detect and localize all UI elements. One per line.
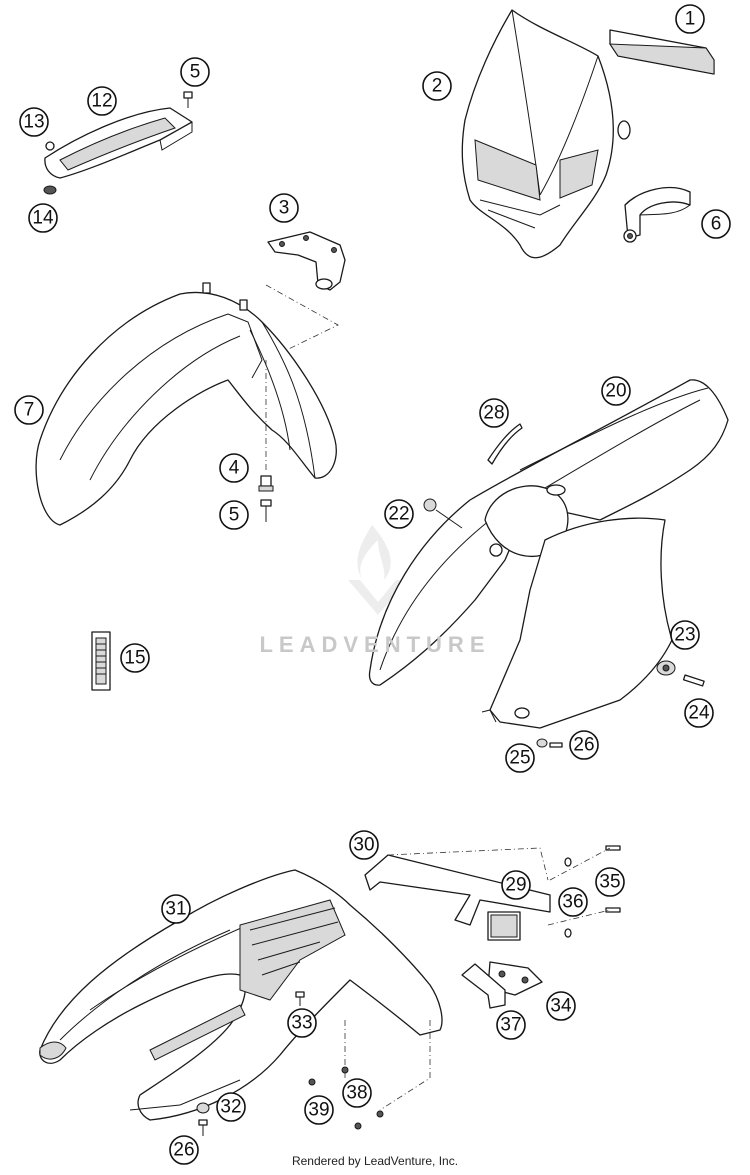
callout-1: 1	[675, 4, 705, 34]
svg-text:26: 26	[573, 735, 594, 756]
callout-5-top: 5	[180, 57, 210, 87]
part-23-grommet	[656, 660, 676, 676]
callout-38: 38	[342, 1078, 372, 1108]
svg-text:39: 39	[308, 1100, 329, 1121]
svg-text:38: 38	[346, 1083, 367, 1104]
svg-text:6: 6	[711, 214, 722, 235]
part-5-screw-bottom	[260, 499, 272, 522]
part-7-front-fender	[35, 282, 337, 526]
svg-text:36: 36	[562, 892, 583, 913]
callout-36: 36	[558, 887, 588, 917]
callout-35: 35	[595, 867, 625, 897]
part-38-nut	[341, 1066, 349, 1074]
part-39-nuts	[308, 1078, 384, 1130]
part-22-nut	[423, 498, 463, 529]
watermark-logo	[348, 525, 408, 615]
svg-text:29: 29	[505, 875, 526, 896]
part-5-screw-top	[183, 91, 193, 108]
callout-3: 3	[269, 193, 299, 223]
callout-29: 29	[501, 870, 531, 900]
watermark-text: LEADVENTURE	[259, 632, 491, 657]
callout-2: 2	[422, 71, 452, 101]
callout-26-bottom: 26	[169, 1135, 199, 1165]
part-13-screw	[45, 141, 55, 151]
svg-text:35: 35	[599, 872, 620, 893]
svg-text:13: 13	[23, 112, 44, 133]
svg-text:24: 24	[688, 703, 710, 724]
svg-text:4: 4	[229, 458, 240, 479]
svg-text:7: 7	[24, 400, 35, 421]
part-37-bracket	[461, 963, 506, 1009]
part-32-nut	[196, 1102, 210, 1114]
callout-24: 24	[684, 698, 714, 728]
part-33-screw	[295, 991, 431, 1111]
callout-15: 15	[120, 643, 150, 673]
svg-text:14: 14	[32, 208, 54, 229]
svg-text:23: 23	[674, 625, 695, 646]
svg-text:3: 3	[279, 198, 290, 219]
part-1-strip	[609, 29, 715, 75]
part-4-bushing	[258, 475, 274, 492]
part-30-bracket	[364, 847, 551, 926]
callout-39: 39	[304, 1095, 334, 1125]
svg-text:26: 26	[173, 1140, 194, 1161]
callout-32: 32	[216, 1092, 246, 1122]
svg-text:20: 20	[605, 381, 626, 402]
part-26-screw-mid	[549, 742, 563, 748]
callout-14: 14	[28, 203, 58, 233]
svg-text:25: 25	[509, 748, 530, 769]
callout-22: 22	[384, 499, 414, 529]
part-28-strip	[487, 423, 523, 465]
part-25-washer	[536, 738, 548, 748]
callout-12: 12	[87, 86, 117, 116]
svg-text:22: 22	[388, 504, 409, 525]
callout-25: 25	[505, 743, 535, 773]
callout-26-mid: 26	[569, 730, 599, 760]
callout-20: 20	[601, 376, 631, 406]
callout-37: 37	[496, 1010, 526, 1040]
svg-text:28: 28	[483, 403, 504, 424]
part-36-washers	[564, 857, 572, 938]
svg-text:5: 5	[229, 505, 240, 526]
callout-6: 6	[701, 209, 731, 239]
part-3-bracket	[265, 231, 346, 361]
part-35-screws	[547, 845, 621, 926]
callout-28: 28	[479, 398, 509, 428]
callout-23: 23	[670, 620, 700, 650]
footer-credit: Rendered by LeadVenture, Inc.	[291, 1154, 459, 1168]
part-15-filter	[91, 631, 111, 691]
callout-31: 31	[161, 894, 191, 924]
svg-text:37: 37	[500, 1015, 521, 1036]
svg-text:33: 33	[291, 1013, 312, 1034]
callout-4: 4	[219, 453, 249, 483]
svg-text:34: 34	[550, 996, 572, 1017]
part-2-headlight-mask	[461, 9, 631, 259]
svg-text:5: 5	[190, 62, 201, 83]
svg-text:31: 31	[165, 899, 186, 920]
svg-text:1: 1	[685, 9, 696, 30]
part-6-clamp	[623, 186, 691, 243]
svg-text:2: 2	[432, 76, 443, 97]
callout-30: 30	[349, 830, 379, 860]
part-26-screw-bottom	[198, 1119, 208, 1136]
svg-text:30: 30	[353, 835, 374, 856]
part-31-rear-fender	[39, 869, 443, 1121]
part-14-nut	[43, 185, 57, 195]
part-24-bolt	[682, 674, 705, 687]
callout-13: 13	[19, 107, 49, 137]
part-12-plate	[44, 107, 193, 179]
svg-text:15: 15	[124, 648, 145, 669]
callout-5-bottom: 5	[219, 500, 249, 530]
part-20-side-panel	[481, 517, 673, 729]
svg-text:32: 32	[220, 1097, 241, 1118]
callout-33: 33	[287, 1008, 317, 1038]
svg-text:12: 12	[91, 91, 112, 112]
part-29-reflector	[487, 911, 521, 941]
callout-7: 7	[14, 395, 44, 425]
callout-34: 34	[546, 991, 576, 1021]
